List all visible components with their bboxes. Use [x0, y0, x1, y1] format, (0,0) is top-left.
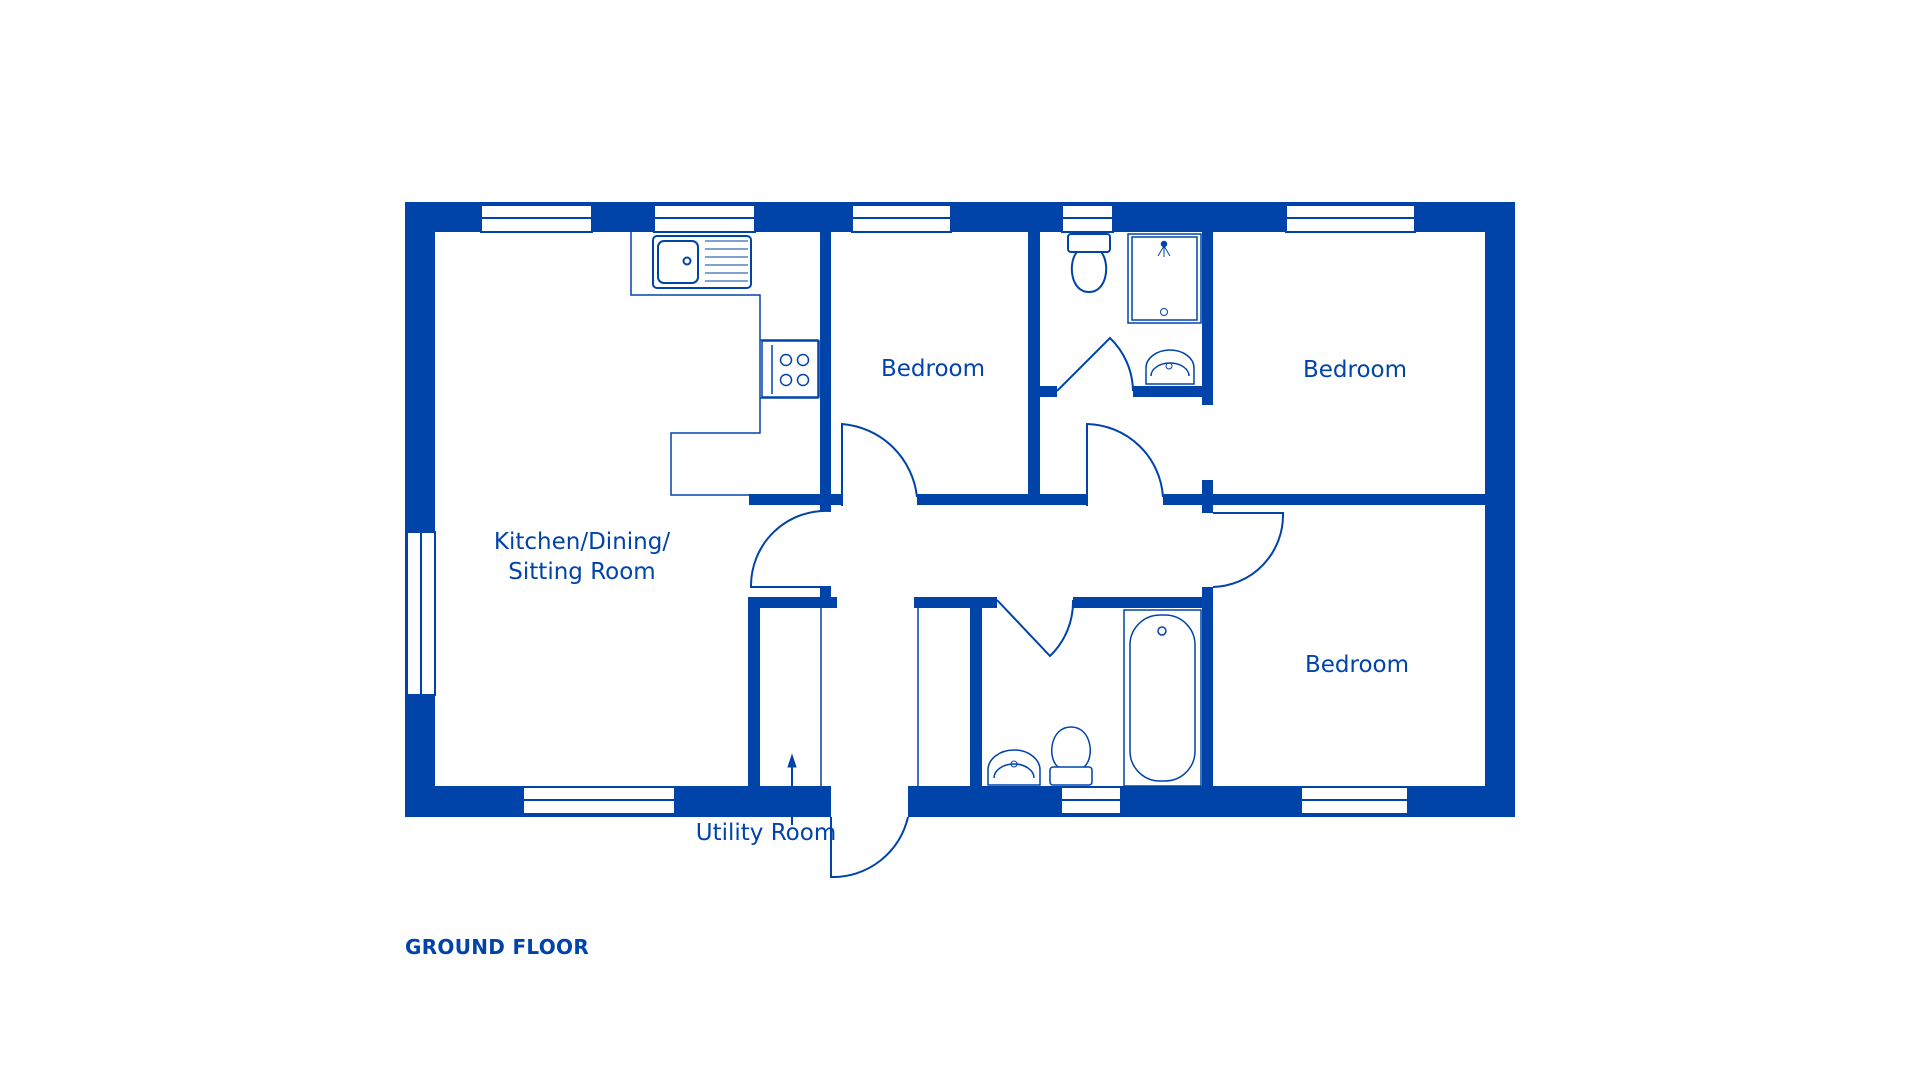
hob-icon [761, 340, 820, 398]
utility-pointer-arrow [787, 753, 797, 825]
floor-label: GROUND FLOOR [405, 935, 590, 959]
shower-icon [1127, 233, 1202, 324]
windows [406, 204, 1416, 815]
basin-icon [1145, 349, 1195, 385]
kitchen-counters [630, 232, 819, 496]
kitchen-label-line1: Kitchen/Dining/ [493, 529, 671, 555]
kitchen-label-line2: Sitting Room [508, 559, 656, 585]
toilet-icon [1049, 726, 1093, 786]
sink-icon [652, 235, 752, 289]
room-label-kitchen: Kitchen/Dining/ Sitting Room [494, 527, 670, 587]
bath-icon [1123, 609, 1202, 787]
basin-icon [987, 749, 1041, 786]
room-label-bedroom3: Bedroom [1304, 652, 1410, 678]
room-label-bedroom1: Bedroom [880, 356, 986, 382]
toilet-icon [1067, 233, 1111, 294]
walls [405, 202, 1515, 817]
room-label-bedroom2: Bedroom [1302, 357, 1408, 383]
doors [749, 336, 1285, 879]
room-label-utility: Utility Room [695, 820, 837, 846]
